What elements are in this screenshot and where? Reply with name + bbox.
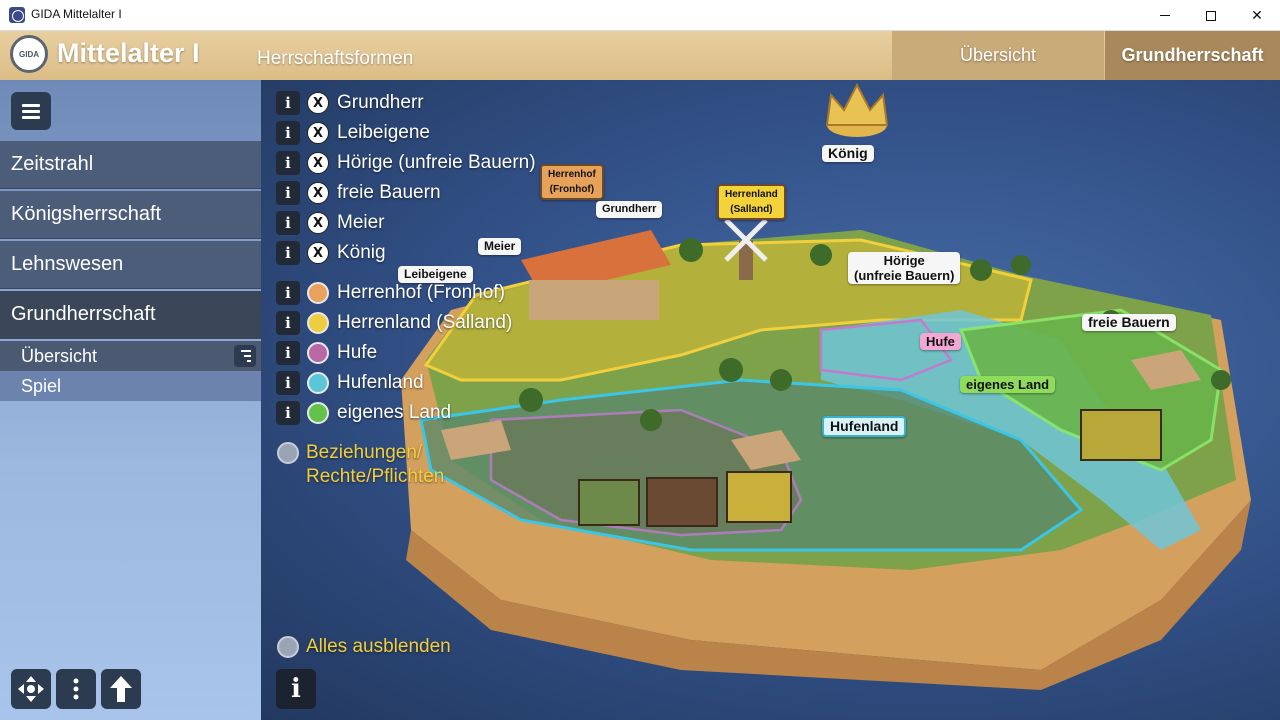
minimize-icon [1160, 15, 1170, 16]
section-title: Herrschaftsformen [257, 48, 414, 69]
menu-button[interactable] [11, 92, 51, 130]
toggle-close-icon[interactable]: X [307, 122, 329, 144]
window-titlebar: GIDA Mittelalter I ✕ [0, 0, 1280, 31]
app-title: Mittelalter I [57, 38, 200, 68]
label-hufe[interactable]: Hufe [920, 333, 961, 350]
info-button[interactable]: i [276, 91, 300, 115]
info-button[interactable]: i [276, 311, 300, 335]
info-button[interactable]: i [276, 121, 300, 145]
color-dot[interactable] [307, 372, 329, 394]
info-button[interactable]: i [276, 241, 300, 265]
info-button[interactable]: i [276, 341, 300, 365]
label-leibeigene[interactable]: Leibeigene [398, 266, 473, 283]
maximize-button[interactable] [1188, 0, 1234, 31]
legend-label[interactable]: Hufenland [337, 372, 424, 393]
legend-label[interactable]: Grundherr [337, 92, 424, 113]
legend-label[interactable]: Hufe [337, 342, 378, 363]
minimize-button[interactable] [1142, 0, 1188, 31]
sidebar-item-koenigsherrschaft[interactable]: Königsherrschaft [0, 191, 261, 239]
toggle-close-icon[interactable]: X [307, 212, 329, 234]
scene-canvas[interactable] [261, 80, 1280, 720]
gida-logo: GIDA [10, 35, 48, 73]
navigate-button[interactable] [11, 669, 51, 709]
legend-row-hufenland: i Hufenland [276, 371, 424, 395]
menu-icon [22, 103, 40, 107]
info-button-large[interactable]: i [276, 669, 316, 709]
sidebar-item-grundherrschaft[interactable]: Grundherrschaft [0, 291, 261, 339]
info-button[interactable]: i [276, 371, 300, 395]
color-dot[interactable] [307, 342, 329, 364]
legend-label[interactable]: eigenes Land [337, 402, 452, 423]
label-herrenland[interactable]: Herrenland (Salland) [717, 184, 786, 220]
legend-row-freie-bauern: i X freie Bauern [276, 181, 441, 205]
tab-uebersicht[interactable]: Übersicht [892, 31, 1104, 80]
info-button[interactable]: i [276, 181, 300, 205]
toggle-close-icon[interactable]: X [307, 152, 329, 174]
legend-row-hufe: i Hufe [276, 341, 377, 365]
info-button[interactable]: i [276, 281, 300, 305]
legend-row-meier: i X Meier [276, 211, 385, 235]
info-button[interactable]: i [276, 151, 300, 175]
legend-row-koenig: i X König [276, 241, 386, 265]
color-dot[interactable] [307, 402, 329, 424]
label-herrenhof[interactable]: Herrenhof (Fronhof) [540, 164, 604, 200]
sidebar-subitem-uebersicht[interactable]: Übersicht [0, 341, 261, 371]
close-button[interactable]: ✕ [1234, 0, 1280, 31]
maximize-icon [1206, 10, 1216, 21]
sidebar-item-lehnswesen[interactable]: Lehnswesen [0, 241, 261, 289]
label-meier[interactable]: Meier [478, 238, 522, 255]
label-eigenes-land[interactable]: eigenes Land [960, 376, 1056, 393]
color-dot[interactable] [307, 312, 329, 334]
legend-row-leibeigene: i X Leibeigene [276, 121, 430, 145]
legend-row-herrenhof: i Herrenhof (Fronhof) [276, 281, 505, 305]
label-hoerige[interactable]: Hörige (unfreie Bauern) [848, 252, 961, 284]
more-options-button[interactable] [56, 669, 96, 709]
toggle-close-icon[interactable]: X [307, 242, 329, 264]
sidebar-subitem-spiel[interactable]: Spiel [0, 371, 261, 401]
app-icon [9, 7, 25, 23]
info-button[interactable]: i [276, 211, 300, 235]
close-icon: ✕ [1251, 7, 1263, 24]
list-icon[interactable] [234, 345, 256, 367]
label-koenig[interactable]: König [822, 145, 874, 162]
relations-radio[interactable] [277, 442, 299, 464]
island-illustration [401, 82, 1251, 690]
legend-row-herrenland: i Herrenland (Salland) [276, 311, 512, 335]
legend-label[interactable]: Hörige (unfreie Bauern) [337, 152, 536, 173]
legend-label[interactable]: Leibeigene [337, 122, 430, 143]
hide-all-label[interactable]: Alles ausblenden [306, 636, 451, 657]
legend-label[interactable]: freie Bauern [337, 182, 441, 203]
toggle-close-icon[interactable]: X [307, 92, 329, 114]
move-arrows-icon [18, 676, 44, 702]
legend-row-grundherr: i X Grundherr [276, 91, 424, 115]
legend-label[interactable]: König [337, 242, 386, 263]
up-button[interactable] [101, 669, 141, 709]
more-vertical-icon [73, 678, 79, 700]
sidebar-item-zeitstrahl[interactable]: Zeitstrahl [0, 141, 261, 189]
window-title: GIDA Mittelalter I [31, 7, 122, 21]
label-freie-bauern[interactable]: freie Bauern [1082, 314, 1176, 331]
arrow-up-icon [110, 676, 132, 702]
label-hufenland[interactable]: Hufenland [822, 416, 907, 437]
tab-grundherrschaft[interactable]: Grundherrschaft [1105, 31, 1280, 80]
legend-label[interactable]: Herrenland (Salland) [337, 312, 513, 333]
color-dot[interactable] [307, 282, 329, 304]
relations-label[interactable]: Beziehungen/ Rechte/Pflichten [306, 442, 445, 487]
legend-label[interactable]: Meier [337, 212, 385, 233]
label-grundherr[interactable]: Grundherr [596, 201, 663, 218]
toggle-close-icon[interactable]: X [307, 182, 329, 204]
legend-row-hoerige: i X Hörige (unfreie Bauern) [276, 151, 536, 175]
info-button[interactable]: i [276, 401, 300, 425]
legend-row-eigenes-land: i eigenes Land [276, 401, 451, 425]
legend-label[interactable]: Herrenhof (Fronhof) [337, 282, 505, 303]
hide-all-radio[interactable] [277, 636, 299, 658]
